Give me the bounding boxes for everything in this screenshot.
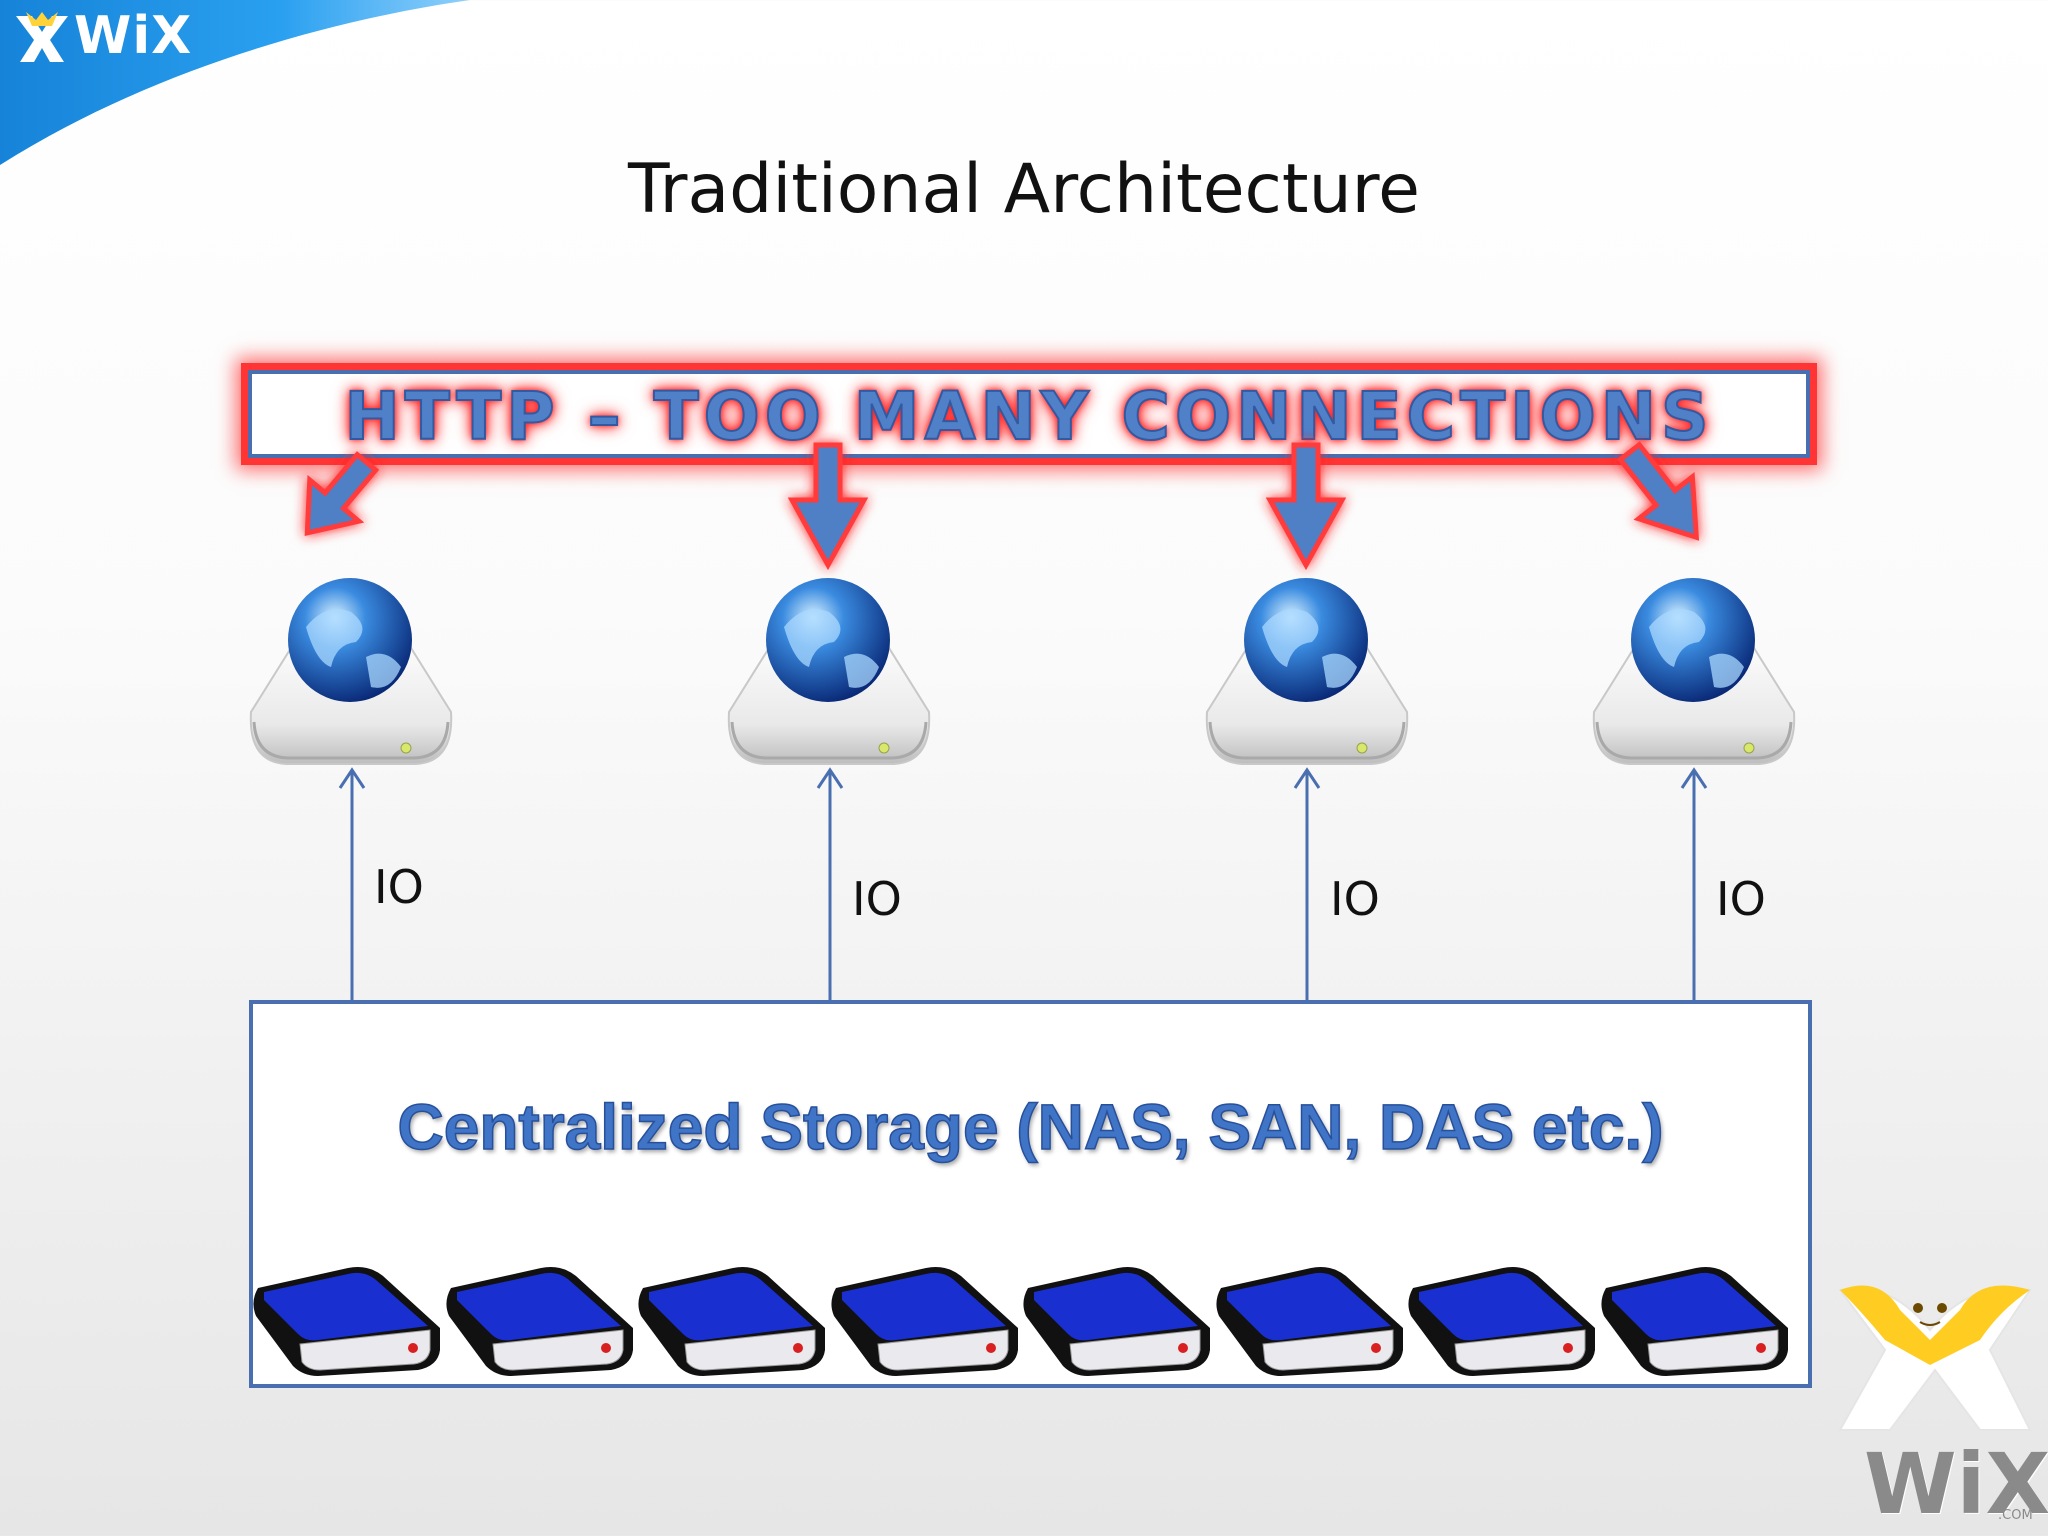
http-arrow-3 [1265,442,1347,571]
io-label-3: IO [1330,872,1380,926]
io-line-1 [338,767,366,1002]
storage-disk-icon [253,1267,440,1376]
storage-disk-icon [446,1267,633,1376]
wix-x-mark-icon [1838,1285,2032,1431]
storage-disk-icon [1601,1267,1788,1376]
wix-corner-logo-text: WiX [1864,1435,2048,1533]
wix-x-mark-icon [16,12,68,62]
wix-corner-logo-sub: .COM [1998,1508,2033,1523]
io-line-3 [1293,767,1321,1002]
io-label-2: IO [852,872,902,926]
header-swoosh [0,0,470,165]
disk-row [252,1258,1792,1382]
wix-logo-top: WiX [12,6,202,66]
http-banner-text: HTTP – TOO MANY CONNECTIONS [343,377,1714,456]
io-line-4 [1680,767,1708,1002]
io-line-2 [816,767,844,1002]
web-server-1 [249,578,453,765]
storage-disk-icon [638,1267,825,1376]
http-arrow-1 [304,451,380,536]
storage-disk-icon [831,1267,1018,1376]
io-label-1: IO [374,860,424,914]
web-server-4 [1592,578,1796,765]
http-arrow-4 [1616,441,1700,541]
web-server-3 [1205,578,1409,765]
http-banner: HTTP – TOO MANY CONNECTIONS [248,370,1810,458]
storage-disk-icon [1023,1267,1210,1376]
storage-disk-icon [1408,1267,1595,1376]
slide-title: Traditional Architecture [628,150,1420,229]
http-arrow-2 [787,442,869,571]
wix-logo-corner: WiX .COM [1830,1270,2048,1533]
storage-disk-icon [1216,1267,1403,1376]
wix-logo-text: WiX [74,6,193,66]
web-server-2 [727,578,931,765]
io-label-4: IO [1716,872,1766,926]
storage-label: Centralized Storage (NAS, SAN, DAS etc.) [397,1090,1665,1164]
